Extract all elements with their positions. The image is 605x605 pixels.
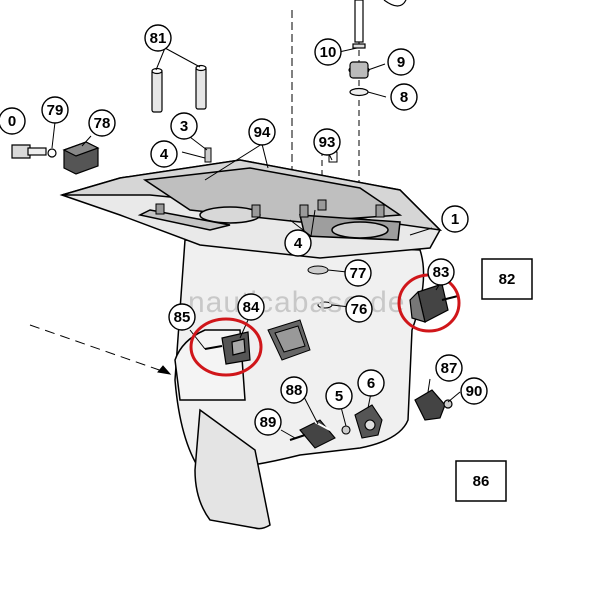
callout-79: 79	[47, 102, 64, 119]
callout-4-top: 4	[160, 146, 169, 163]
callout-78: 78	[94, 115, 111, 132]
housing-insert	[267, 319, 311, 361]
lower-right-parts	[414, 389, 453, 421]
callout-94: 94	[254, 124, 271, 141]
callout-5: 5	[335, 388, 343, 405]
callout-81: 81	[150, 30, 167, 47]
dowel-pins	[151, 64, 207, 113]
callout-85: 85	[174, 309, 191, 326]
callout-88: 88	[286, 382, 303, 399]
callout-4-mid: 4	[294, 235, 303, 252]
gearcase-housing	[59, 159, 443, 530]
deck-bolts	[155, 199, 385, 218]
left-clip	[204, 331, 251, 365]
left-small-parts	[11, 141, 100, 175]
callout-86: 86	[473, 473, 490, 490]
callout-76: 76	[351, 301, 368, 318]
callout-83: 83	[433, 264, 450, 281]
callout-93: 93	[319, 134, 336, 151]
callout-10: 10	[320, 44, 337, 61]
callout-circles	[0, 24, 488, 436]
rear-fitting	[409, 283, 459, 323]
callout-9: 9	[397, 54, 405, 71]
callout-1: 1	[451, 211, 459, 228]
callout-77: 77	[350, 265, 367, 282]
highlight-left-clip	[189, 317, 263, 377]
callout-89: 89	[260, 414, 277, 431]
callout-6: 6	[367, 375, 375, 392]
callout-82: 82	[499, 271, 516, 288]
callout-8: 8	[400, 89, 408, 106]
callout-84: 84	[243, 299, 260, 316]
callout-0: 0	[8, 113, 16, 130]
callout-numbers: 81 10 9 8 0 79 78 3 94 93 4 1 4 77 83 82…	[8, 30, 516, 490]
callout-90: 90	[466, 383, 483, 400]
lower-parts	[289, 404, 383, 449]
watermark-text: nauticabase.de	[188, 286, 406, 319]
drive-shaft	[348, 0, 407, 97]
callout-3: 3	[180, 118, 188, 135]
callout-87: 87	[441, 360, 458, 377]
boxed-callouts	[455, 258, 533, 502]
